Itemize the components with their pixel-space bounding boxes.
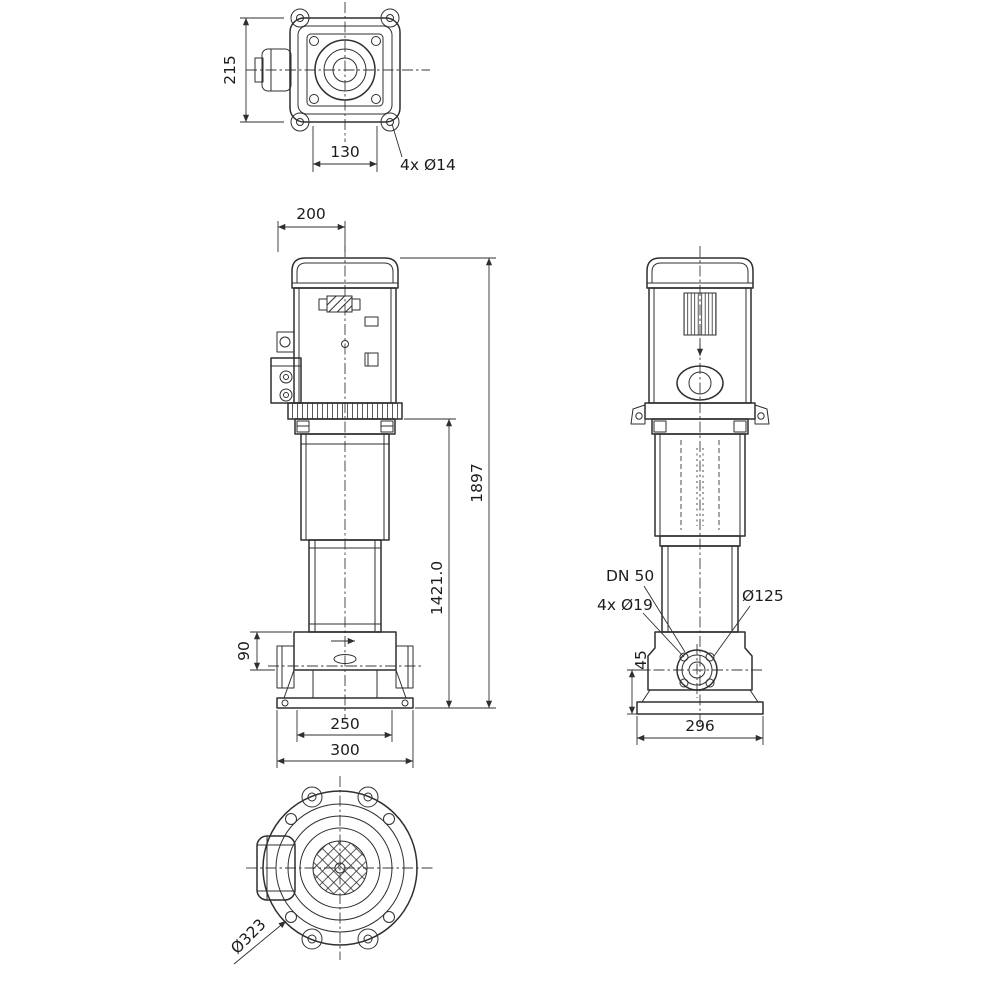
bottom-view [246, 776, 434, 960]
dim-outer-diameter: Ø323 [227, 915, 269, 957]
dim-foot-spacing: 250 [330, 715, 360, 733]
front-motor-flange [287, 402, 403, 420]
front-view-dimensions: 200 1897 1421.0 90 250 300 [235, 205, 496, 768]
bottom-view-port [256, 835, 296, 901]
bottom-view-ears [301, 786, 379, 950]
side-motor-cap [646, 257, 754, 289]
dim-bolt-holes-callout: 4x Ø14 [400, 156, 456, 174]
dim-base-width: 300 [330, 741, 360, 759]
bottom-view-dimensions: Ø323 [227, 915, 287, 965]
top-view-coupling [254, 48, 292, 92]
front-terminal-box [270, 331, 302, 404]
dim-baseplate-width: 296 [685, 717, 715, 735]
dim-flange-diameter: Ø125 [742, 587, 784, 605]
dim-pump-height: 1421.0 [428, 561, 446, 615]
dim-bolt-spacing: 130 [330, 143, 360, 161]
dim-flange-bolt-holes: 4x Ø19 [597, 596, 653, 614]
dim-top-view-height: 215 [221, 55, 239, 85]
side-view-dimensions: DN 50 4x Ø19 Ø125 45 296 [597, 567, 784, 745]
side-view [630, 246, 770, 724]
dim-port-height: 45 [632, 650, 650, 670]
dim-port-size: DN 50 [606, 567, 654, 585]
front-base-housing [276, 631, 414, 709]
top-view [246, 2, 430, 142]
front-motor-cap [291, 257, 399, 289]
dim-motor-width: 200 [296, 205, 326, 223]
top-view-flange-plate [289, 17, 401, 123]
top-view-dimensions: 215 130 4x Ø14 [221, 17, 456, 174]
front-view [268, 246, 422, 718]
side-base-volute [634, 631, 764, 715]
bottom-view-housing [262, 790, 418, 946]
dim-base-height: 90 [235, 641, 253, 661]
dim-total-height: 1897 [468, 463, 486, 502]
